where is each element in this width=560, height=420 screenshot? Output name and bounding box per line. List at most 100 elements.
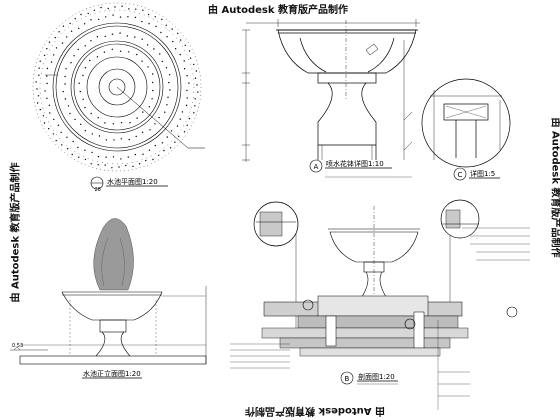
paving-dot	[80, 123, 82, 126]
paving-dot	[169, 147, 172, 149]
paving-dot	[119, 16, 122, 18]
paving-dot	[186, 97, 188, 99]
paving-dot	[152, 89, 154, 92]
paving-dot	[161, 142, 164, 144]
paving-dot	[93, 9, 96, 11]
paving-dot	[46, 48, 48, 50]
paving-dot	[74, 18, 77, 20]
paving-dot	[80, 13, 82, 16]
paving-dot	[164, 111, 166, 113]
paving-dot	[42, 115, 45, 117]
paving-dot	[96, 56, 99, 58]
paving-dot	[114, 6, 116, 8]
paving-dot	[154, 123, 156, 125]
paving-dot	[135, 135, 137, 138]
paving-dot	[107, 7, 109, 10]
paving-dot	[72, 140, 74, 143]
paving-dot	[91, 133, 94, 135]
paving-dot	[171, 28, 173, 30]
paving-dot	[136, 53, 138, 56]
paving-dot	[84, 158, 87, 161]
paving-dot	[142, 9, 144, 11]
vase-marker: A	[314, 163, 319, 171]
paving-dot	[196, 84, 198, 86]
paving-dot	[125, 164, 127, 167]
paving-dot	[78, 27, 80, 30]
paving-dot	[49, 112, 51, 114]
section-view	[230, 199, 530, 410]
paving-dot	[148, 149, 151, 151]
paving-dot	[90, 163, 92, 165]
paving-dot	[183, 131, 186, 133]
paving-dot	[46, 97, 48, 100]
paving-dot	[169, 89, 171, 91]
plan-view-title: 水池平面图1:20	[107, 177, 158, 186]
paving-dot	[66, 136, 68, 138]
paving-dot	[168, 74, 171, 76]
paving-dot	[181, 111, 184, 113]
section-title-block: B 剖面图1:20	[340, 371, 398, 385]
paving-dot	[188, 117, 191, 120]
paving-dot	[120, 158, 122, 160]
paving-dot	[104, 122, 106, 124]
paving-dot	[136, 117, 138, 119]
paving-dot	[78, 156, 80, 158]
paving-dot	[186, 124, 188, 127]
paving-dot	[73, 55, 75, 57]
paving-dot	[97, 155, 100, 158]
paving-dot	[98, 18, 100, 21]
paving-dot	[194, 77, 197, 79]
paving-dot	[89, 59, 91, 62]
paving-dot	[38, 67, 40, 69]
paving-dot	[119, 32, 121, 34]
paving-dot	[87, 12, 89, 15]
vase-title: 喷水花钵详图1:10	[326, 159, 384, 168]
paving-dot	[82, 74, 84, 77]
paving-dot	[48, 41, 51, 43]
paving-dot	[134, 16, 137, 19]
paving-dot	[153, 48, 155, 50]
paving-dot	[43, 54, 46, 57]
plan-title-block: 28 水池平面图1:20	[90, 176, 168, 193]
paving-dot	[134, 36, 136, 38]
paving-dot	[104, 35, 106, 38]
paving-dot	[103, 51, 106, 53]
paving-dot	[78, 82, 80, 84]
paving-dot	[84, 130, 87, 132]
paving-dot	[83, 23, 86, 25]
paving-dot	[183, 60, 185, 62]
paving-dot	[60, 131, 62, 134]
paving-dot	[185, 104, 188, 107]
paving-dot	[105, 156, 107, 158]
paving-dot	[74, 118, 76, 121]
paving-dot	[97, 117, 99, 119]
paving-dot	[44, 90, 46, 92]
rim-title: 详图1:5	[470, 169, 495, 178]
paving-dot	[61, 42, 64, 44]
paving-dot	[193, 112, 195, 114]
paving-dot	[194, 98, 196, 100]
paving-dot	[174, 141, 176, 143]
paving-dot	[57, 124, 60, 127]
paving-dot	[129, 122, 131, 124]
paving-dot	[118, 166, 120, 168]
paving-dot	[55, 47, 58, 49]
rim-detail	[421, 78, 511, 168]
paving-dot	[50, 61, 53, 63]
elevation-title: 水池正立面图1:20	[83, 369, 141, 378]
paving-dot	[126, 35, 128, 37]
paving-dot	[178, 135, 180, 137]
elevation-view	[10, 218, 207, 365]
paving-dot	[141, 38, 143, 40]
paving-dot	[36, 102, 39, 104]
paving-dot	[84, 67, 87, 69]
paving-dot	[184, 44, 186, 46]
paving-dot	[165, 24, 167, 26]
paving-dot	[127, 156, 129, 158]
paving-dot	[112, 14, 114, 16]
paving-dot	[112, 123, 115, 125]
paving-dot	[67, 148, 69, 150]
paving-dot	[166, 104, 168, 106]
paving-dot	[48, 104, 51, 107]
